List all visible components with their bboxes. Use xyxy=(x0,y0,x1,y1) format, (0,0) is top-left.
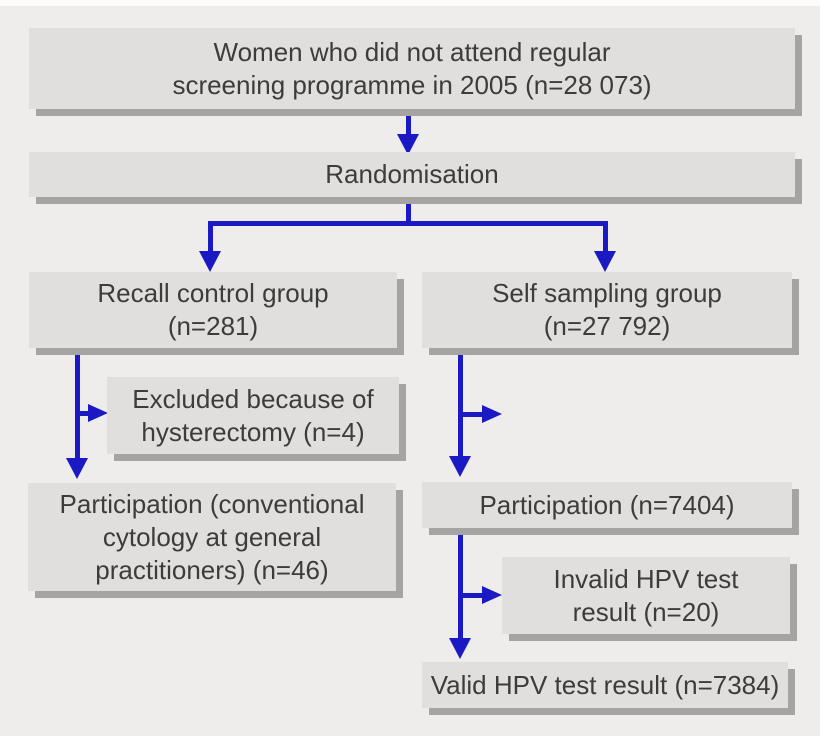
node-randomisation: Randomisation xyxy=(29,152,795,197)
node-women-not-attending: Women who did not attend regular screeni… xyxy=(29,28,795,109)
node-self-sampling-group: Self sampling group (n=27 792) xyxy=(422,272,792,348)
arrow-split-to-self-sampling xyxy=(603,221,608,252)
node-valid-hpv-test-result: Valid HPV test result (n=7384) xyxy=(422,662,788,708)
arrowhead-down-icon xyxy=(397,134,419,155)
arrow-branch-to-invalid xyxy=(458,593,483,598)
arrowhead-right-icon xyxy=(482,405,502,423)
arrow-recall-to-participation xyxy=(75,349,80,459)
arrow-split-stub xyxy=(406,198,411,224)
arrow-split-horizontal xyxy=(208,221,608,226)
node-participation-conventional-cytology: Participation (conventional cytology at … xyxy=(28,483,396,591)
arrow-branch-to-excluded-recall xyxy=(75,411,89,416)
top-margin-strip xyxy=(0,0,820,6)
arrowhead-down-icon xyxy=(594,251,616,272)
arrowhead-down-icon xyxy=(199,251,221,272)
node-excluded-hysterectomy-recall: Excluded because of hysterectomy (n=4) xyxy=(107,377,399,454)
arrow-branch-to-excluded-self xyxy=(458,412,483,417)
arrowhead-right-icon xyxy=(482,586,502,604)
arrow-self-to-participation xyxy=(458,349,463,457)
arrow-attend-to-randomisation xyxy=(406,110,411,135)
arrowhead-down-icon xyxy=(449,456,471,477)
node-recall-control-group: Recall control group (n=281) xyxy=(29,272,397,348)
arrowhead-down-icon xyxy=(449,638,471,659)
node-invalid-hpv-test-result: Invalid HPV test result (n=20) xyxy=(502,557,790,634)
arrowhead-right-icon xyxy=(88,404,108,422)
arrow-participation-to-valid xyxy=(458,529,463,639)
arrowhead-down-icon xyxy=(66,458,88,479)
arrow-split-to-recall xyxy=(208,221,213,252)
node-participation-self-sampling: Participation (n=7404) xyxy=(422,482,792,528)
